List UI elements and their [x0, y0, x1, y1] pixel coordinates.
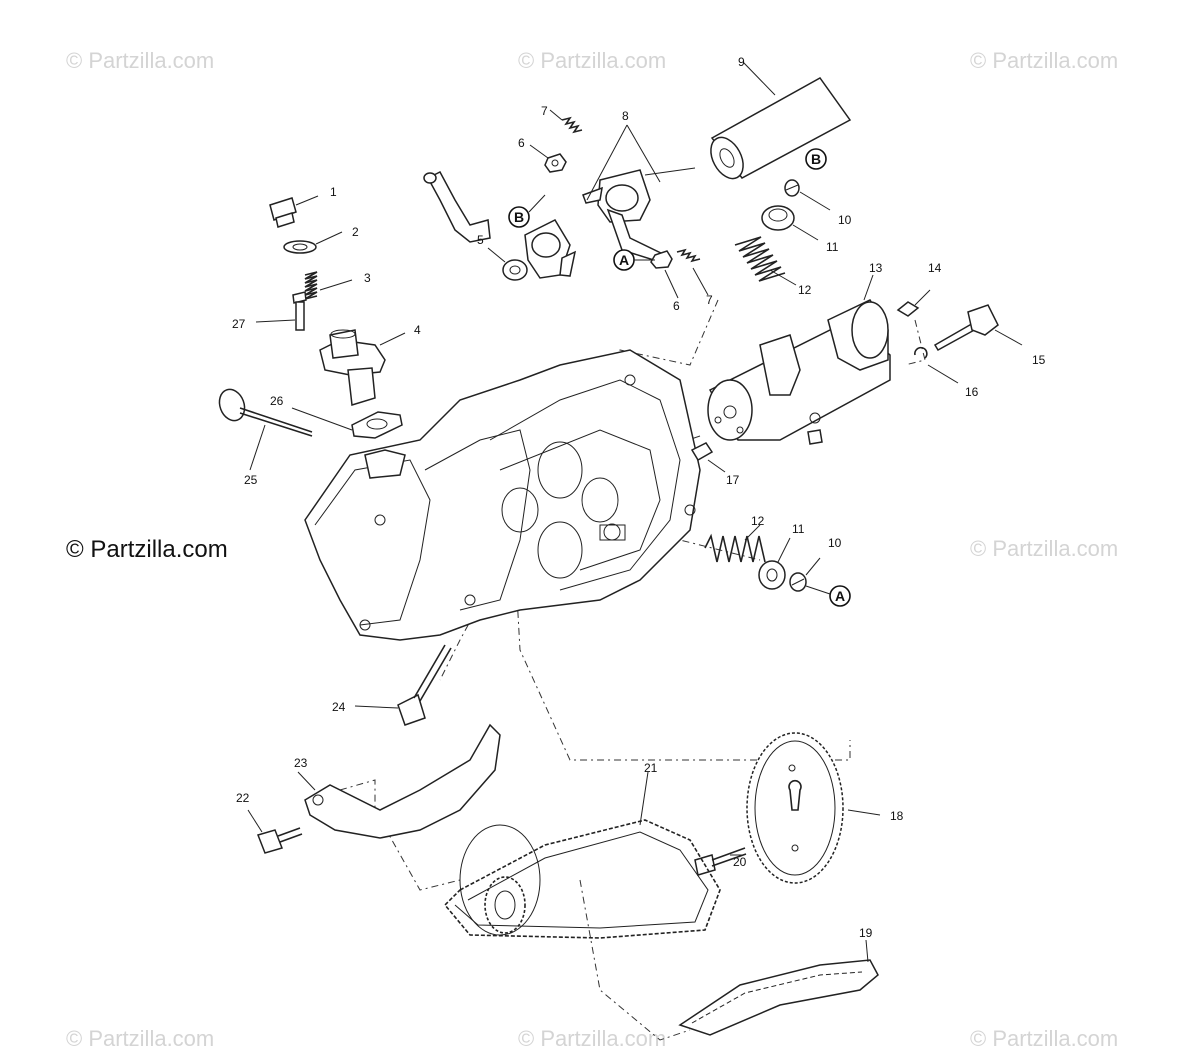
callout-a-top: A	[613, 249, 655, 271]
part-9-rocker-shaft	[710, 61, 852, 180]
part-10-keeper-bottom	[789, 557, 821, 592]
part-19-chain-guide	[678, 939, 879, 1036]
label-9: 9	[738, 55, 745, 69]
part-23-tensioner-blade	[297, 723, 501, 839]
label-7b: 7	[706, 293, 713, 307]
part-8-rocker-arms	[423, 124, 696, 279]
watermark-bottom-left: © Partzilla.com	[66, 1026, 215, 1051]
svg-text:B: B	[811, 151, 821, 167]
watermark-top-left: © Partzilla.com	[66, 48, 215, 73]
label-5: 5	[477, 233, 484, 247]
part-1-bolt	[269, 195, 319, 228]
label-17: 17	[726, 473, 740, 487]
part-labels: 1 2 3 4 5 6 6 7 7 8 9 10 10 11 11 12 12 …	[232, 55, 1046, 940]
part-4-tensioner	[319, 329, 406, 406]
label-1: 1	[330, 185, 337, 199]
part-2-washer	[283, 231, 343, 254]
watermark-top-right: © Partzilla.com	[970, 48, 1119, 73]
part-6-nut-top	[529, 144, 567, 173]
part-5-shim	[487, 247, 528, 281]
label-3: 3	[364, 271, 371, 285]
label-10a: 10	[838, 213, 852, 227]
svg-text:B: B	[514, 209, 524, 225]
label-25: 25	[244, 473, 258, 487]
label-6b: 6	[673, 299, 680, 313]
part-12-spring-top	[734, 236, 797, 286]
part-3-spring	[304, 271, 353, 300]
cylinder-head	[304, 349, 701, 641]
part-12-spring-bottom	[704, 524, 766, 563]
label-23: 23	[294, 756, 308, 770]
label-19: 19	[859, 926, 873, 940]
part-10-keeper-top	[784, 179, 831, 211]
part-20-sprocket-bolt	[694, 847, 747, 876]
label-6a: 6	[518, 136, 525, 150]
label-15: 15	[1032, 353, 1046, 367]
label-22: 22	[236, 791, 250, 805]
label-8: 8	[622, 109, 629, 123]
label-18: 18	[890, 809, 904, 823]
label-13: 13	[869, 261, 883, 275]
callout-b-right: B	[805, 148, 827, 170]
callout-b-left: B	[508, 194, 546, 228]
label-12a: 12	[798, 283, 812, 297]
label-4: 4	[414, 323, 421, 337]
label-26: 26	[270, 394, 284, 408]
label-21: 21	[644, 761, 658, 775]
part-11-retainer-bottom	[758, 537, 791, 590]
watermark-bottom-right: © Partzilla.com	[970, 1026, 1119, 1051]
part-25-valve	[218, 388, 313, 471]
part-27-bolt	[255, 291, 307, 331]
part-18-cam-sprocket	[746, 732, 881, 884]
watermark-main: © Partzilla.com	[66, 536, 228, 563]
part-14-pin	[896, 289, 931, 317]
label-14: 14	[928, 261, 942, 275]
label-16: 16	[965, 385, 979, 399]
part-7-adjuster-bottom	[676, 248, 709, 296]
label-11b: 11	[792, 522, 805, 536]
label-12b: 12	[751, 514, 765, 528]
svg-text:A: A	[619, 252, 629, 268]
label-27: 27	[232, 317, 246, 331]
part-26-gasket	[291, 407, 403, 439]
watermark-top-center: © Partzilla.com	[518, 48, 667, 73]
watermark-bottom-center: © Partzilla.com	[518, 1026, 667, 1051]
label-24: 24	[332, 700, 346, 714]
part-17-dowel	[690, 442, 726, 473]
part-11-retainer-top	[761, 205, 819, 241]
part-16-clip	[914, 346, 959, 384]
part-6-nut-bottom	[650, 250, 679, 299]
part-15-bolt	[933, 304, 1023, 352]
crank-sprocket	[459, 824, 541, 936]
part-7-adjuster-top	[549, 109, 583, 134]
label-11a: 11	[826, 240, 839, 254]
label-2: 2	[352, 225, 359, 239]
part-22-bolt	[247, 809, 303, 854]
watermark-mid-right: © Partzilla.com	[970, 536, 1119, 561]
callout-a-bottom: A	[805, 585, 851, 607]
svg-text:A: A	[835, 588, 845, 604]
part-13-camshaft	[707, 274, 891, 445]
part-24-valve	[354, 644, 452, 726]
label-7a: 7	[541, 104, 548, 118]
label-20: 20	[733, 855, 747, 869]
label-10b: 10	[828, 536, 842, 550]
